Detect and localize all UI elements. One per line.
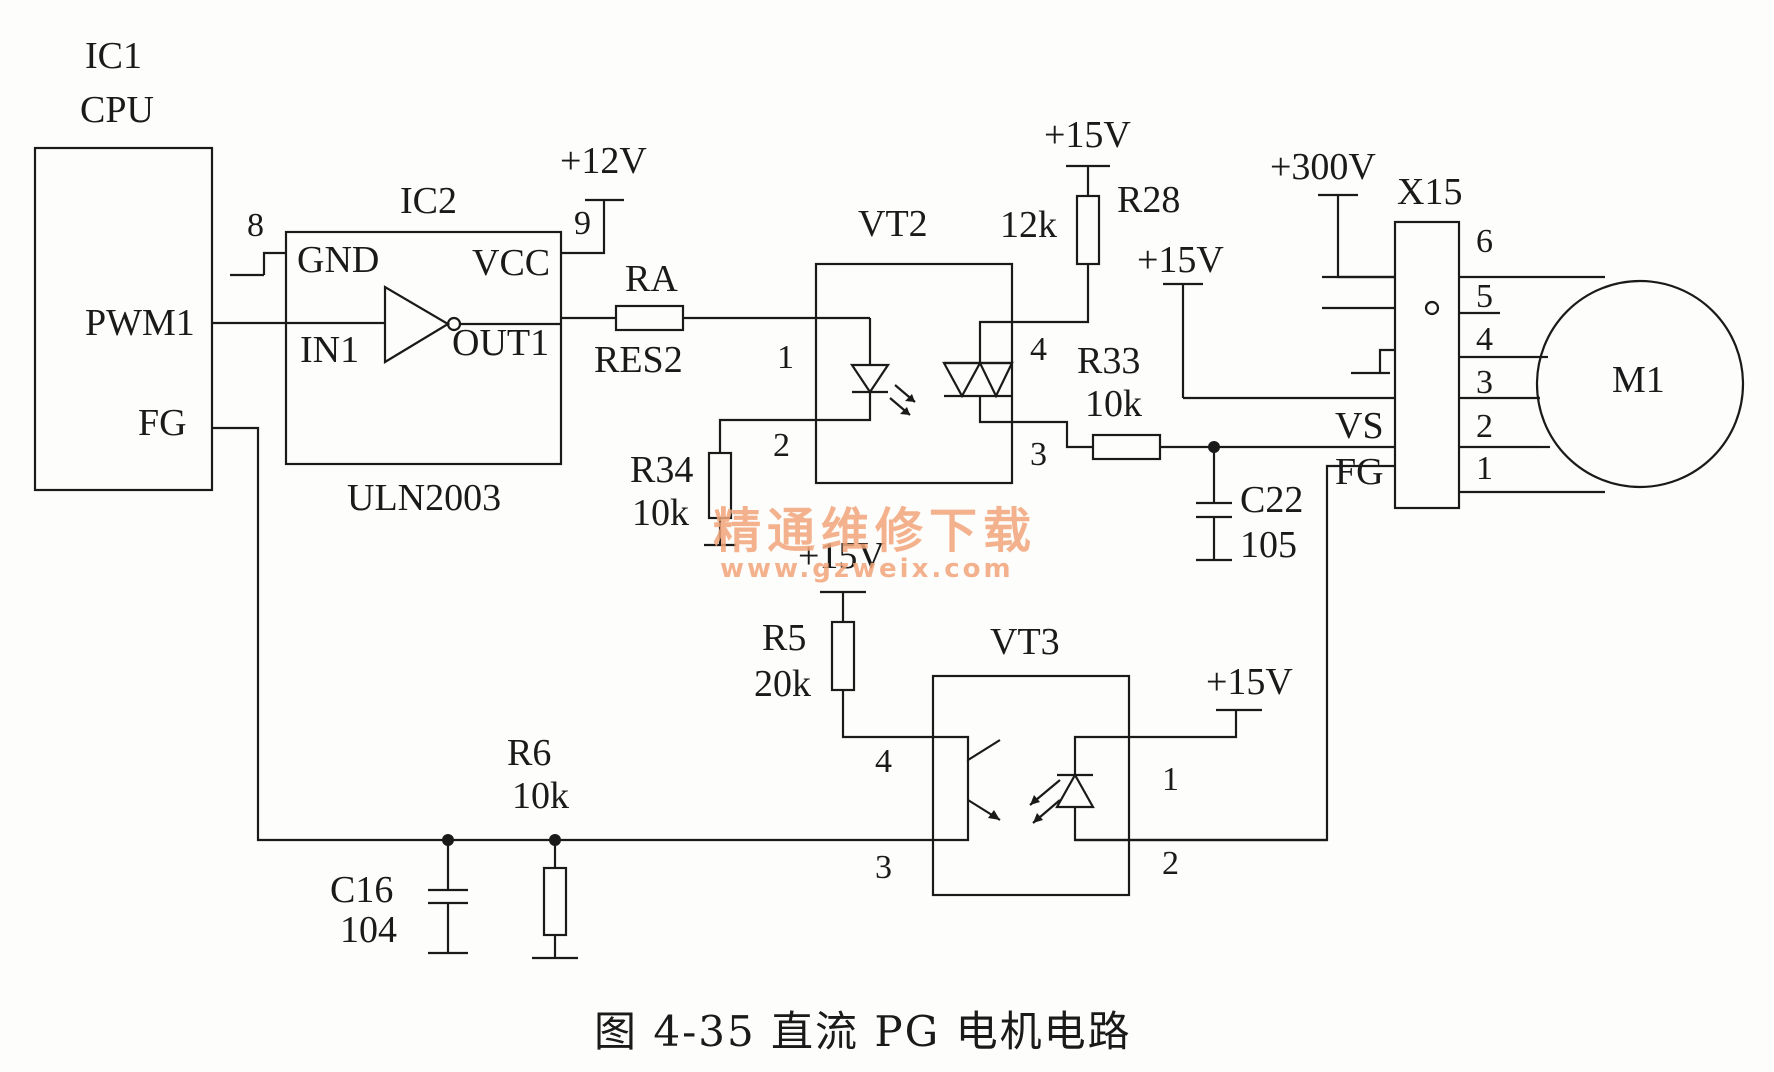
vt3-v15-supply: +15V	[1129, 661, 1293, 739]
v15-top-label: +15V	[1044, 114, 1131, 156]
ic1-name: IC1	[85, 35, 142, 77]
v12-label: +12V	[560, 140, 647, 182]
m1-body	[1535, 279, 1745, 489]
figure-caption: 图 4-35 直流 PG 电机电路	[594, 1007, 1132, 1056]
r6-value: 10k	[512, 775, 569, 817]
r5-resistor: +15V R5 20k	[754, 535, 933, 739]
ra-part: RES2	[594, 339, 683, 381]
x15-pin3: 3	[1476, 364, 1493, 401]
r6-resistor: R6 10k	[507, 732, 578, 960]
vt3-pin4: 4	[875, 743, 892, 780]
inverter-symbol	[383, 285, 451, 364]
vt3-pin3: 3	[875, 849, 892, 886]
x15-pin5: 5	[1476, 278, 1493, 315]
v15-vs-supply: +15V	[1137, 239, 1224, 398]
ic1-pin-pwm: PWM1	[85, 302, 195, 344]
ic1-pin-fg: FG	[138, 402, 187, 444]
x15-pin1: 1	[1476, 450, 1493, 487]
r28-name: R28	[1117, 179, 1180, 221]
x15-name: X15	[1397, 171, 1462, 213]
ic2-uln2003: IC2 ULN2003 GND VCC IN1 OUT1 8 9	[247, 180, 591, 519]
v15-r5-label: +15V	[798, 535, 885, 577]
ra-resistor: RA RES2	[561, 258, 870, 381]
ic2-in-label: IN1	[300, 329, 359, 371]
r33-resistor: R33 10k	[1012, 340, 1395, 461]
x15-pin2: 2	[1476, 408, 1493, 445]
r34-resistor: R34 10k	[630, 418, 816, 547]
vt2-optocoupler: VT2 1 2 3 4	[773, 203, 1047, 485]
ic1-body	[33, 146, 214, 492]
x15-connector: X15 VS FG 6 5 4 3 2 1	[1183, 171, 1540, 510]
ic2-vcc-connection: +12V	[560, 140, 647, 255]
x15-pin6: 6	[1476, 223, 1493, 260]
vt3-name: VT3	[990, 621, 1060, 663]
x15-vs-label: VS	[1335, 405, 1384, 447]
vt2-pin2: 2	[773, 427, 790, 464]
r34-value: 10k	[632, 492, 689, 534]
c22-value: 105	[1240, 524, 1297, 566]
watermark: 精通维修下载 www.gzweix.com	[713, 503, 1037, 584]
ic2-pin8: 8	[247, 207, 264, 244]
ic2-gnd-label: GND	[297, 239, 379, 281]
ic2-pin9: 9	[574, 205, 591, 242]
x15-fg-label: FG	[1335, 451, 1384, 493]
c16-capacitor: C16 104	[330, 840, 468, 955]
vt3-optocoupler: VT3 1 2 3 4	[875, 621, 1179, 897]
x15-pin4: 4	[1476, 321, 1493, 358]
watermark-title: 精通维修下载	[713, 503, 1037, 559]
c22-capacitor: C22 105	[1196, 447, 1303, 566]
r28-resistor: +15V R28 12k	[1000, 114, 1180, 324]
v15-vt3-label: +15V	[1206, 661, 1293, 703]
r33-value: 10k	[1085, 383, 1142, 425]
m1-name: M1	[1612, 359, 1665, 401]
c16-name: C16	[330, 869, 393, 911]
vt2-body	[814, 262, 1014, 485]
m1-motor: M1	[1535, 275, 1745, 494]
r34-name: R34	[630, 449, 693, 491]
ic2-part: ULN2003	[347, 477, 501, 519]
ic2-gnd-connection	[230, 251, 286, 277]
c16-value: 104	[340, 909, 397, 951]
ic2-out-label: OUT1	[452, 322, 549, 364]
c22-name: C22	[1240, 479, 1303, 521]
fg-wire	[212, 426, 933, 842]
v15-vs-label: +15V	[1137, 239, 1224, 281]
fg-return-wire	[1075, 464, 1395, 842]
x15-body	[1393, 220, 1461, 510]
vt3-body	[931, 674, 1131, 897]
vt2-pin3: 3	[1030, 436, 1047, 473]
vt2-pin4: 4	[1030, 331, 1047, 368]
r33-name: R33	[1077, 340, 1140, 382]
vt3-pin1: 1	[1162, 761, 1179, 798]
v300-label: +300V	[1270, 146, 1376, 188]
r5-value: 20k	[754, 663, 811, 705]
r6-name: R6	[507, 732, 551, 774]
ic2-vcc-label: VCC	[472, 242, 550, 284]
vt3-pin2: 2	[1162, 845, 1179, 882]
r5-name: R5	[762, 617, 806, 659]
vt2-name: VT2	[858, 203, 928, 245]
watermark-url: www.gzweix.com	[720, 554, 1014, 584]
ic1-type: CPU	[80, 89, 154, 131]
vt2-pin1: 1	[777, 339, 794, 376]
r28-value: 12k	[1000, 204, 1057, 246]
ic2-body	[284, 230, 563, 466]
ic1-cpu: IC1 CPU PWM1 FG	[33, 35, 214, 492]
v300-supply: +300V	[1270, 146, 1395, 279]
ra-name: RA	[625, 258, 678, 300]
ic2-name: IC2	[400, 180, 457, 222]
